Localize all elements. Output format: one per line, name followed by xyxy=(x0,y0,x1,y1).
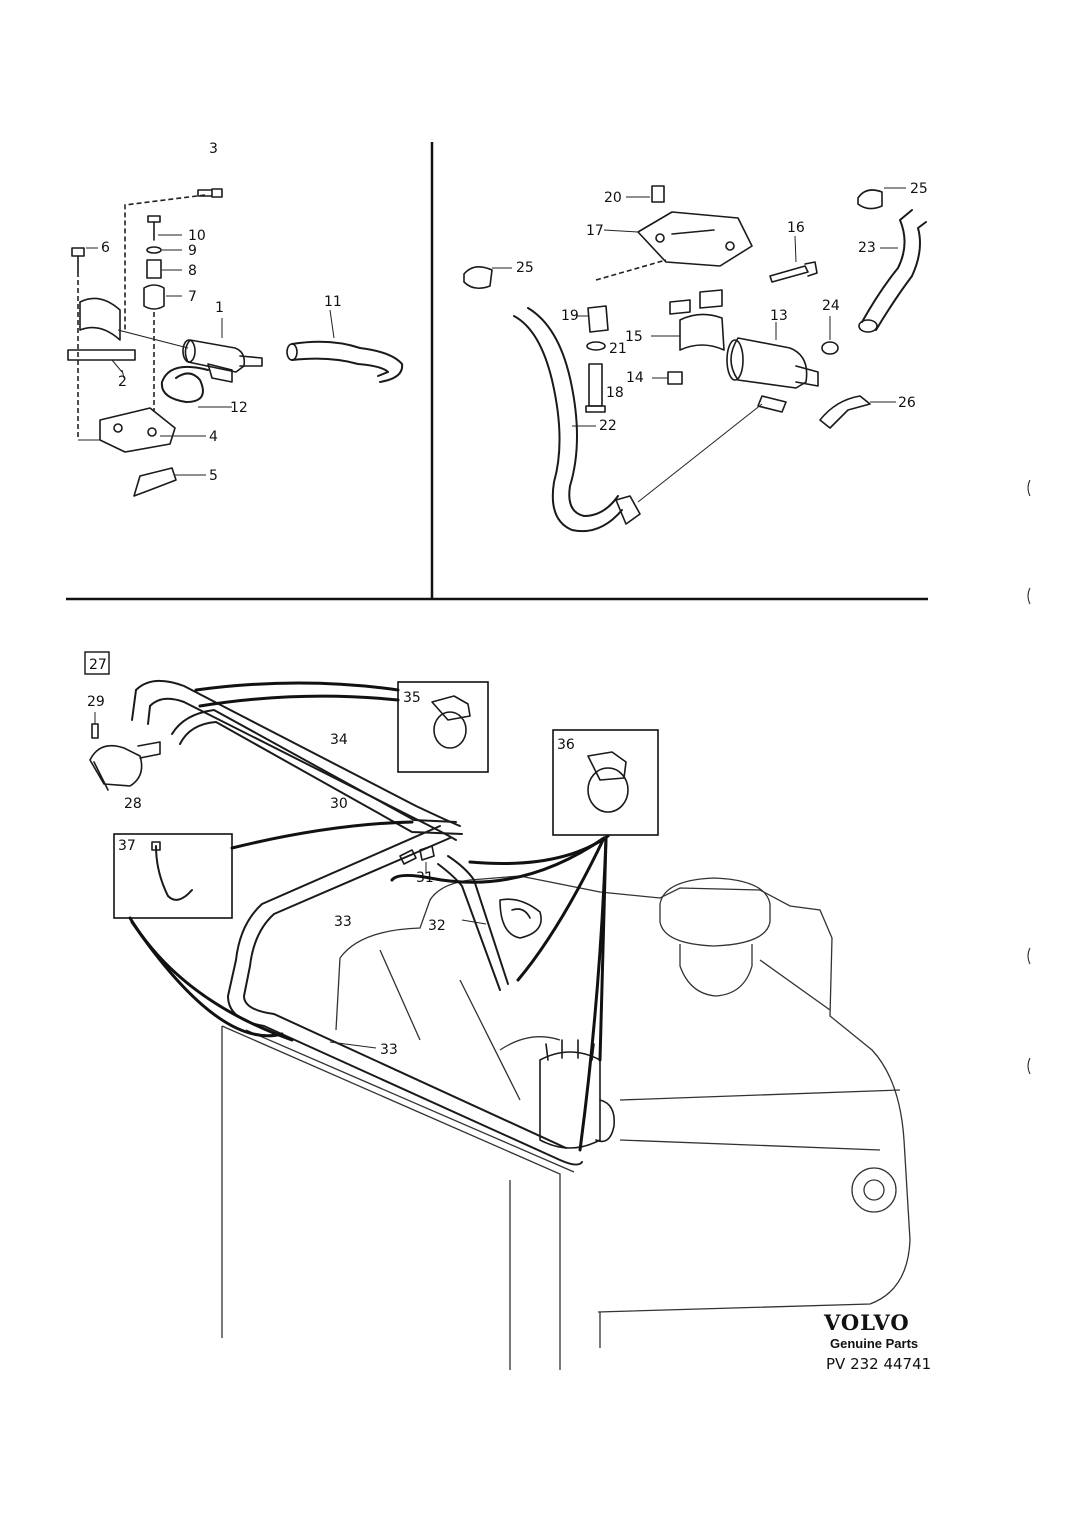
callout-34: 34 xyxy=(330,732,348,748)
callout-30: 30 xyxy=(330,796,348,812)
callout-29: 29 xyxy=(87,694,105,710)
callout-25-left: 25 xyxy=(516,260,534,276)
lower-assembly xyxy=(84,651,911,1370)
callout-20: 20 xyxy=(604,190,622,206)
callout-8: 8 xyxy=(188,263,197,279)
detail-box-37 xyxy=(113,833,233,919)
brand-tagline: Genuine Parts xyxy=(830,1336,918,1351)
brand-logo: VOLVO xyxy=(823,1310,910,1335)
callout-1: 1 xyxy=(215,300,224,316)
callout-32: 32 xyxy=(428,918,446,934)
callout-19: 19 xyxy=(561,308,579,324)
callout-18: 18 xyxy=(606,385,624,401)
callout-17: 17 xyxy=(586,223,604,239)
upper-right-assembly xyxy=(463,185,927,532)
callout-10: 10 xyxy=(188,228,206,244)
callout-9: 9 xyxy=(188,243,197,259)
callout-5: 5 xyxy=(209,468,218,484)
callout-22: 22 xyxy=(599,418,617,434)
callout-35: 35 xyxy=(403,690,421,706)
callout-2: 2 xyxy=(118,374,127,390)
callout-24: 24 xyxy=(822,298,840,314)
callout-4: 4 xyxy=(209,429,218,445)
callout-37: 37 xyxy=(118,838,136,854)
callout-25-right: 25 xyxy=(910,181,928,197)
detail-box-36 xyxy=(552,729,659,836)
diagram-code: PV 232 44741 xyxy=(826,1355,931,1373)
callout-21: 21 xyxy=(609,341,627,357)
callout-13: 13 xyxy=(770,308,788,324)
callout-14: 14 xyxy=(626,370,644,386)
callout-23: 23 xyxy=(858,240,876,256)
callout-16: 16 xyxy=(787,220,805,236)
callout-33-lower: 33 xyxy=(380,1042,398,1058)
callout-15: 15 xyxy=(625,329,643,345)
callout-26: 26 xyxy=(898,395,916,411)
detail-box-35 xyxy=(397,681,489,773)
upper-left-assembly xyxy=(67,188,404,497)
margin-marks xyxy=(1027,479,1031,1075)
callout-12: 12 xyxy=(230,400,248,416)
callout-3: 3 xyxy=(209,141,218,157)
callout-31: 31 xyxy=(416,870,434,886)
callout-11: 11 xyxy=(324,294,342,310)
callout-33-upper: 33 xyxy=(334,914,352,930)
callout-27: 27 xyxy=(89,657,107,673)
callout-36: 36 xyxy=(557,737,575,753)
callout-28: 28 xyxy=(124,796,142,812)
callout-6: 6 xyxy=(101,240,110,256)
callout-7: 7 xyxy=(188,289,197,305)
